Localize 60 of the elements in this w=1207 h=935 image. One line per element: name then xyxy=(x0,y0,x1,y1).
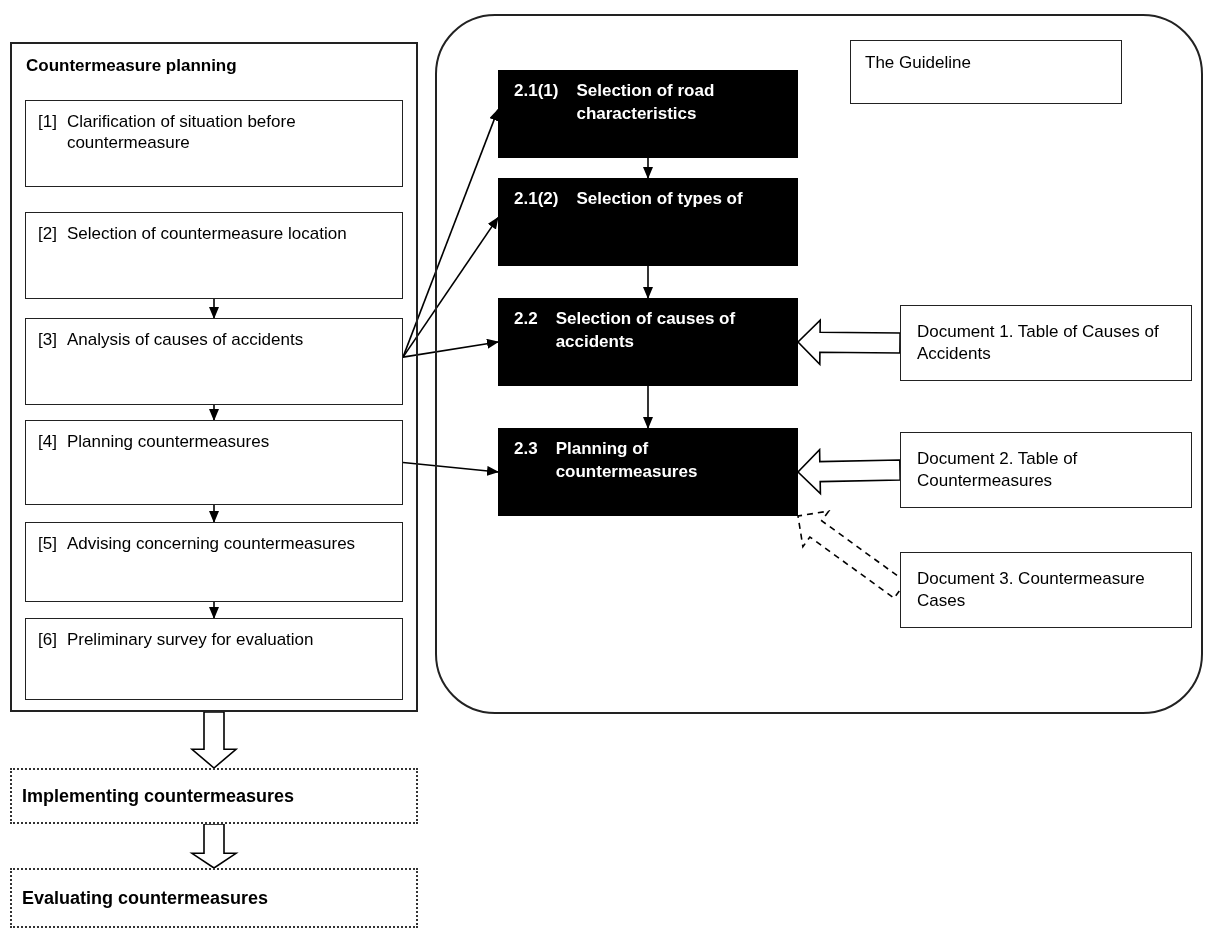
step-number: [5] xyxy=(38,533,57,555)
process-box xyxy=(25,100,403,187)
step-label: Selection of road characteristics xyxy=(576,80,716,125)
arrow xyxy=(643,265,653,299)
block-arrow xyxy=(796,318,901,367)
process-box xyxy=(25,212,403,299)
box-label: The Guideline xyxy=(865,53,972,73)
process-box xyxy=(25,318,403,405)
step-label: Selection of causes of accidents xyxy=(555,308,737,353)
box-label: Document 2. Table of Countermeasures xyxy=(917,447,1079,492)
step-number: 2.1(2) xyxy=(514,188,559,210)
arrow xyxy=(643,385,653,429)
block-arrow xyxy=(796,447,901,496)
step-label: Planning of countermeasures xyxy=(555,438,699,483)
arrow xyxy=(643,157,653,179)
box-label: Evaluating countermeasures xyxy=(22,887,269,909)
arrow xyxy=(402,338,499,358)
step-label: Analysis of causes of accidents xyxy=(66,329,304,351)
guideline-region xyxy=(435,14,1203,714)
process-box xyxy=(498,428,798,516)
document-box xyxy=(900,305,1192,381)
step-number: 2.1(1) xyxy=(514,80,559,102)
step-number: [4] xyxy=(38,431,57,453)
group-heading: Countermeasure planning xyxy=(26,56,238,76)
box-label: Document 1. Table of Causes of Accidents xyxy=(917,320,1160,365)
arrow xyxy=(209,601,219,619)
box-label: Document 3. Countermeasure Cases xyxy=(917,567,1146,612)
step-label: Selection of types of xyxy=(576,188,743,210)
box-label: Implementing countermeasures xyxy=(22,785,295,807)
step-label: Clarification of situation before countermeasure xyxy=(66,111,297,155)
process-box xyxy=(10,868,418,928)
step-number: 2.2 xyxy=(514,308,538,330)
arrow xyxy=(402,216,499,358)
process-box xyxy=(25,618,403,700)
step-label: Preliminary survey for evaluation xyxy=(66,629,314,651)
arrow xyxy=(402,108,499,358)
step-label: Advising concerning countermeasures xyxy=(66,533,356,555)
step-label: Selection of countermeasure location xyxy=(66,223,347,245)
block-arrow xyxy=(189,711,239,770)
block-arrow xyxy=(189,823,239,869)
process-box xyxy=(25,522,403,602)
arrow xyxy=(209,298,219,319)
arrow xyxy=(209,504,219,523)
arrow xyxy=(209,404,219,421)
process-group-box xyxy=(10,42,418,712)
step-label: Planning countermeasures xyxy=(66,431,270,453)
document-box xyxy=(900,552,1192,628)
process-box xyxy=(498,70,798,158)
step-number: [3] xyxy=(38,329,57,351)
step-number: [1] xyxy=(38,111,57,133)
title-box xyxy=(850,40,1122,104)
document-box xyxy=(900,432,1192,508)
arrow xyxy=(402,461,499,476)
process-box xyxy=(498,298,798,386)
process-box xyxy=(10,768,418,824)
step-number: [6] xyxy=(38,629,57,651)
step-number: [2] xyxy=(38,223,57,245)
process-box xyxy=(25,420,403,505)
step-number: 2.3 xyxy=(514,438,538,460)
process-box xyxy=(498,178,798,266)
